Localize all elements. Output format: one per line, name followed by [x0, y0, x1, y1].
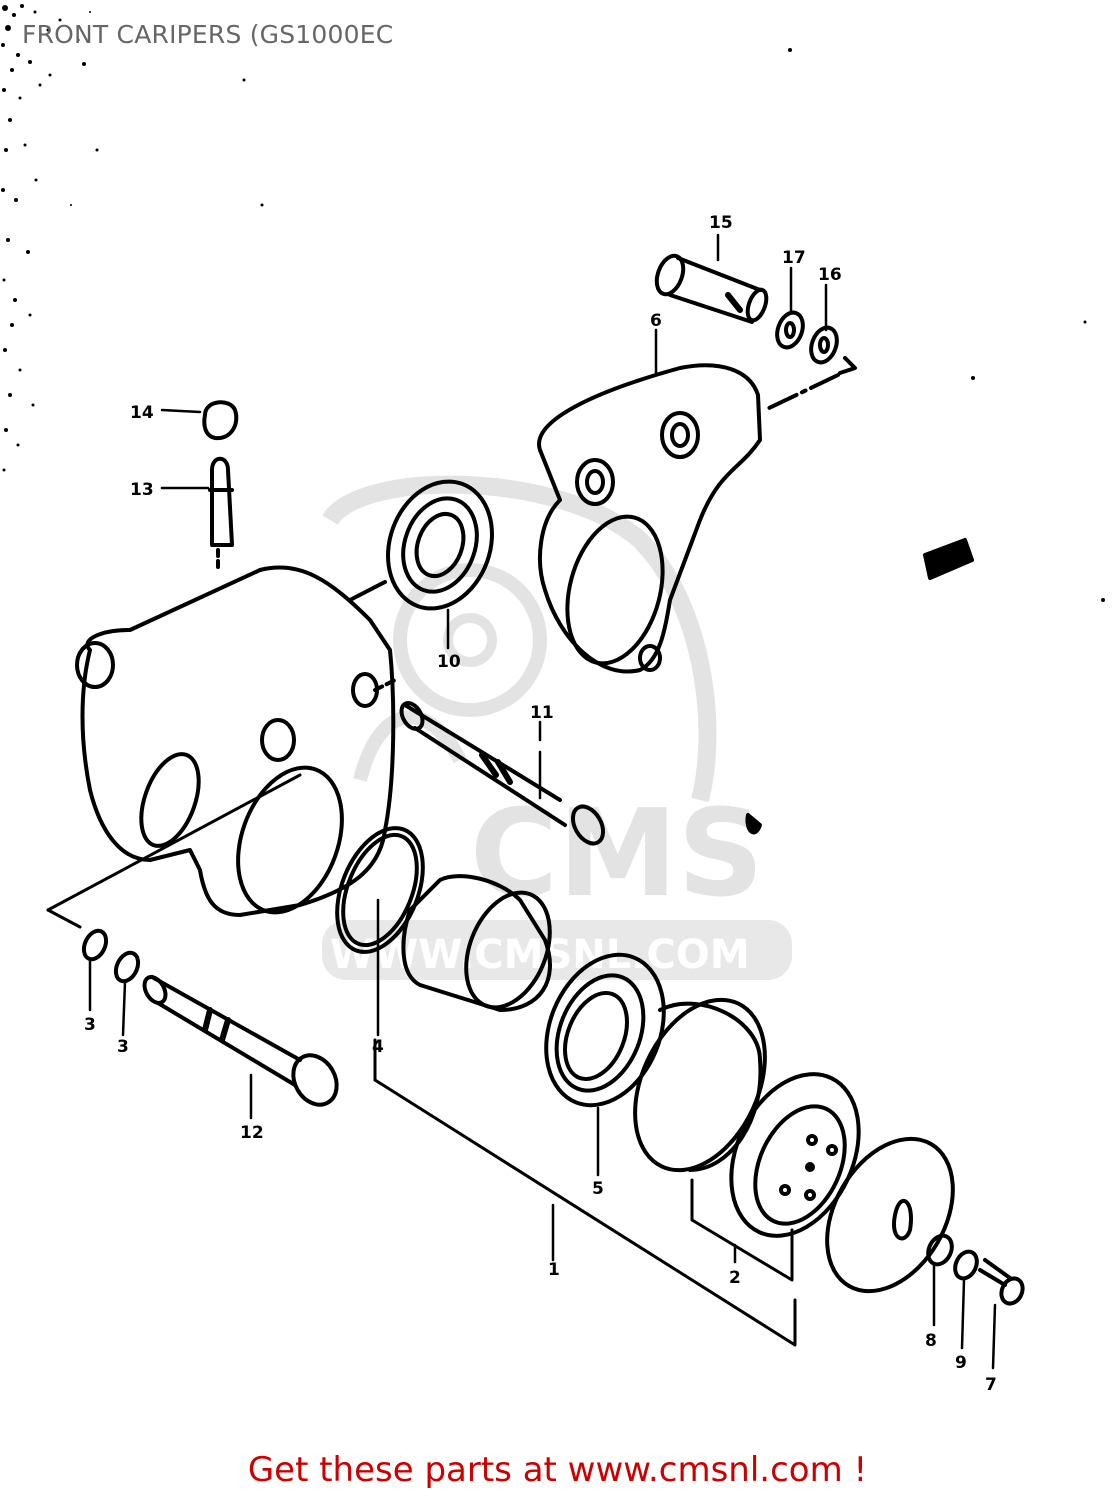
callout-15: 15: [709, 213, 733, 233]
caliper-holder-6: [537, 363, 762, 674]
piston: [401, 874, 552, 1012]
washer-9: [953, 1249, 979, 1281]
boot-10: [386, 479, 494, 611]
bracket-group-1: [373, 1078, 797, 1347]
shop-link[interactable]: Get these parts at www.cmsnl.com !: [247, 1450, 868, 1490]
callout-3b: 3: [117, 1037, 129, 1057]
callout-4: 4: [372, 1037, 384, 1057]
callout-9: 9: [955, 1353, 967, 1373]
leader-lines: [88, 233, 997, 1370]
bolt-15: [654, 253, 769, 324]
stray-mark: [923, 538, 974, 580]
bracket-group-2: [690, 1178, 794, 1282]
callout-3a: 3: [84, 1015, 96, 1035]
callout-13: 13: [130, 480, 154, 500]
scan-noise: [1, 4, 1105, 602]
callout-6: 6: [650, 311, 662, 331]
bleeder-valve-13: [208, 456, 234, 547]
dust-seal-5: [544, 952, 666, 1108]
callout-8: 8: [925, 1331, 937, 1351]
callout-14: 14: [130, 403, 154, 423]
callout-11: 11: [530, 703, 554, 723]
bleeder-cap-14: [202, 400, 239, 441]
stray-mark: [745, 813, 762, 835]
callout-5: 5: [592, 1179, 604, 1199]
washer-16: [809, 325, 839, 365]
callout-16: 16: [818, 265, 842, 285]
callout-7: 7: [985, 1375, 997, 1395]
axle-bolt-12: [142, 975, 339, 1107]
callout-1: 1: [548, 1260, 560, 1280]
o-ring-3b: [113, 950, 141, 984]
washer-17: [775, 310, 805, 350]
o-ring-3a: [81, 928, 109, 962]
washer-8: [926, 1233, 954, 1267]
pad-cover: [825, 1136, 955, 1294]
callout-2: 2: [729, 1268, 741, 1288]
brake-pad: [633, 997, 767, 1173]
watermark: CMS WWW.CMSNL.COM: [322, 475, 792, 980]
pad-shim: [729, 1072, 861, 1238]
page-title: FRONT CARIPERS (GS1000EC: [22, 20, 394, 49]
callout-labels: 15 17 16 6 14 13 10 11 3 3 12 4 5 1 2 8 …: [84, 213, 997, 1395]
callout-17: 17: [782, 248, 806, 268]
screw-7: [978, 1258, 1025, 1306]
callout-12: 12: [240, 1123, 264, 1143]
axle-bolt-11: [373, 678, 606, 846]
svg-text:CMS: CMS: [470, 785, 764, 924]
callout-10: 10: [437, 652, 461, 672]
